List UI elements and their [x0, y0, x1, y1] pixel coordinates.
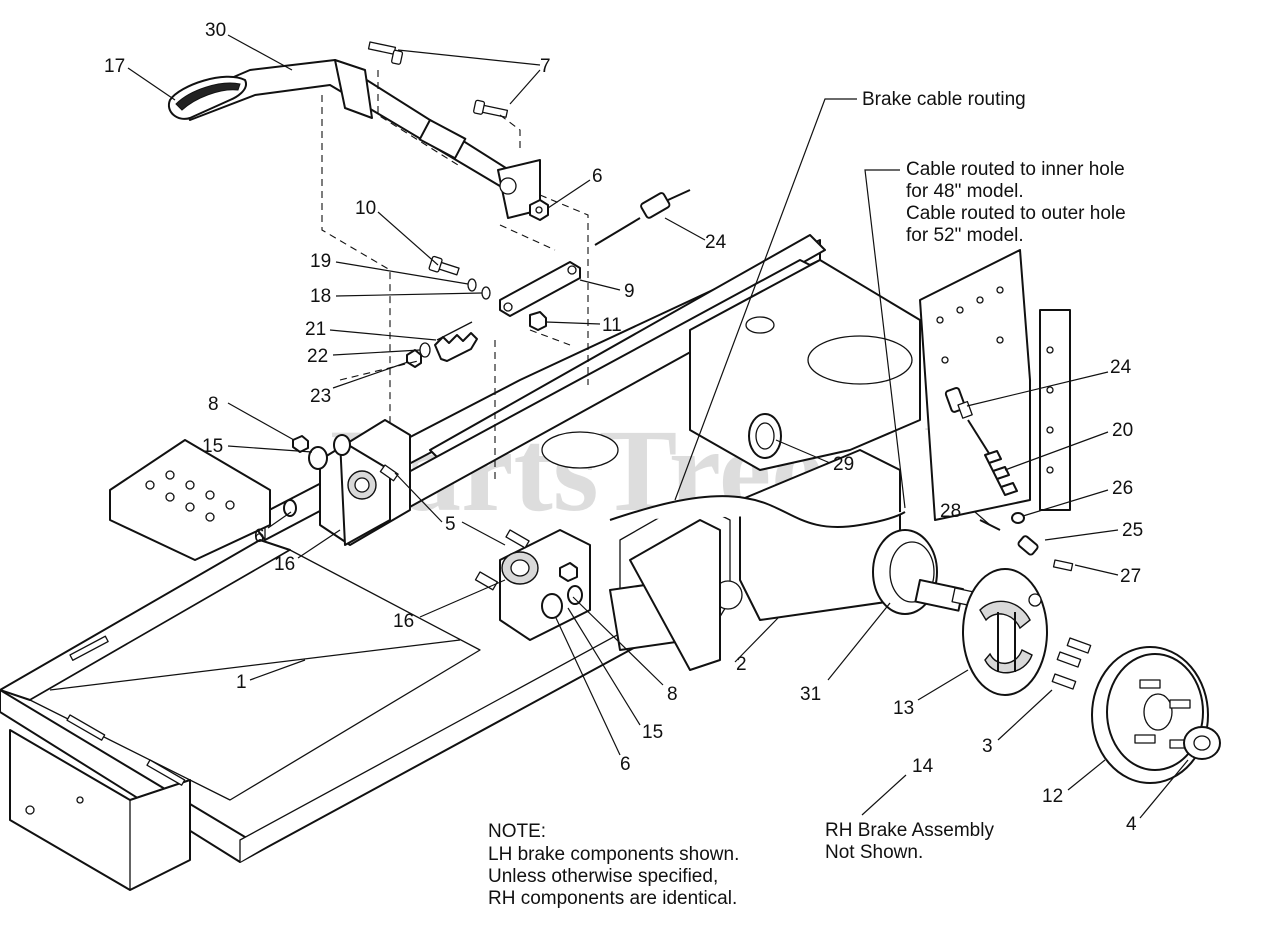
part-label-6: 6 [254, 526, 265, 547]
part-label-27: 27 [1120, 566, 1141, 587]
bolt-10 [428, 255, 460, 276]
part-label-22: 22 [307, 346, 328, 367]
deck-mount-plate [541, 249, 1071, 651]
axle-hub-31 [872, 529, 980, 615]
part-label-30: 30 [205, 20, 226, 41]
part-label-16: 16 [274, 554, 295, 575]
part-label-7: 7 [540, 56, 551, 77]
leader-lines [127, 34, 1189, 819]
brake-drum-12 [1091, 646, 1209, 784]
part-label-15: 15 [642, 722, 663, 743]
part-label-19: 19 [310, 251, 331, 272]
part-label-6: 6 [592, 166, 603, 187]
part-labels: 30 17 7 6 24 10 19 9 18 11 21 22 23 8 15… [104, 20, 1143, 835]
part-label-11: 11 [602, 315, 622, 336]
part-label-6: 6 [620, 754, 631, 775]
part-label-28: 28 [940, 501, 961, 522]
nut-6-top [529, 199, 549, 221]
link-arm-9 [499, 261, 581, 317]
note-line-2: LH brake components shown. [488, 844, 739, 865]
frame-holes [145, 470, 235, 522]
brake-backing-plate-13 [962, 568, 1048, 696]
note-line-3: Unless otherwise specified, [488, 866, 718, 887]
bolts-3 [1051, 637, 1092, 690]
part-label-17: 17 [104, 56, 125, 77]
spring-21 [434, 321, 478, 362]
part-label-14: 14 [912, 756, 934, 777]
part-label-3: 3 [982, 736, 993, 757]
brake-handle [167, 59, 541, 219]
callout-brake-cable-routing: Brake cable routing [862, 89, 1026, 110]
callout-cable-line-1: Cable routed to inner hole [906, 159, 1125, 180]
nut-23 [406, 349, 422, 368]
part-label-31: 31 [800, 684, 821, 705]
part-label-18: 18 [310, 286, 331, 307]
rh-pivot-assembly [499, 519, 721, 671]
cable-route [609, 495, 906, 528]
part-label-21: 21 [305, 319, 326, 340]
callout-cable-line-3: Cable routed to outer hole [906, 203, 1126, 224]
part-label-2: 2 [736, 654, 747, 675]
part-label-29: 29 [833, 454, 854, 475]
part-label-9: 9 [624, 281, 635, 302]
callout-cable-line-4: for 52" model. [906, 225, 1024, 246]
note-line-4: RH components are identical. [488, 888, 737, 909]
part-label-13: 13 [893, 698, 914, 719]
part-label-4: 4 [1126, 814, 1137, 835]
washers-18-19 [467, 278, 491, 300]
callouts: Brake cable routing Cable routed to inne… [825, 89, 1126, 863]
nut-11 [529, 311, 547, 331]
note-line-1: NOTE: [488, 821, 546, 842]
part-label-5: 5 [445, 514, 456, 535]
callout-cable-line-2: for 48" model. [906, 181, 1024, 202]
callout-rh-brake-line-1: RH Brake Assembly [825, 820, 994, 841]
callout-rh-brake-line-2: Not Shown. [825, 842, 923, 863]
washer-4 [1183, 726, 1221, 760]
part-label-15: 15 [202, 436, 223, 457]
part-label-16: 16 [393, 611, 414, 632]
note: NOTE: LH brake components shown. Unless … [488, 821, 739, 909]
part-label-20: 20 [1112, 420, 1133, 441]
part-label-23: 23 [310, 386, 331, 407]
bolts-7 [367, 41, 509, 118]
part-label-10: 10 [355, 198, 376, 219]
assembly-lines [321, 70, 589, 480]
part-label-25: 25 [1122, 520, 1143, 541]
part-label-26: 26 [1112, 478, 1133, 499]
part-label-24: 24 [705, 232, 727, 253]
cable-24-top [594, 189, 691, 246]
part-label-8: 8 [208, 394, 219, 415]
plate-holes [936, 286, 1054, 474]
part-label-12: 12 [1042, 786, 1063, 807]
part-label-8: 8 [667, 684, 678, 705]
part-label-24: 24 [1110, 357, 1132, 378]
part-label-1: 1 [236, 672, 247, 693]
seal-part-29 [748, 413, 782, 459]
lh-pivot-assembly [283, 419, 498, 591]
